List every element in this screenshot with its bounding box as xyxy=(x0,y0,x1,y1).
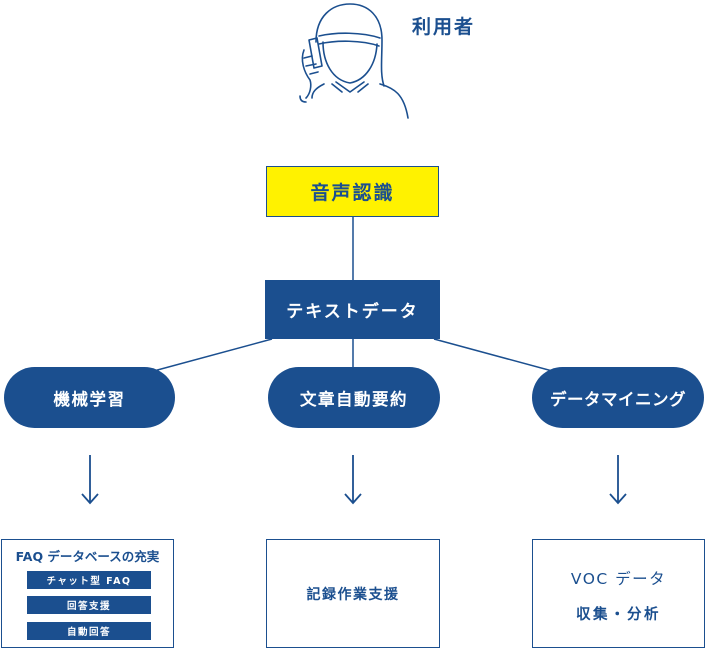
text-data-label: テキストデータ xyxy=(286,302,419,322)
speech-recognition-label: 音声認識 xyxy=(310,182,395,204)
auto-summary-pill: 文章自動要約 xyxy=(268,367,440,428)
faq-title: FAQ データベースの充実 xyxy=(15,549,160,564)
arrow-down-icon xyxy=(344,455,362,505)
speech-recognition-box: 音声認識 xyxy=(266,166,439,217)
faq-item-chat: チャット型 FAQ xyxy=(27,571,151,589)
record-support-box: 記録作業支援 xyxy=(266,539,440,648)
voc-output-box: VOC データ 収集・分析 xyxy=(532,539,705,648)
faq-output-box: FAQ データベースの充実 チャット型 FAQ 回答支援 自動回答 xyxy=(1,539,174,648)
record-support-label: 記録作業支援 xyxy=(306,586,400,603)
auto-summary-label: 文章自動要約 xyxy=(300,389,408,409)
machine-learning-label: 機械学習 xyxy=(53,389,126,409)
faq-item-answer-support: 回答支援 xyxy=(27,596,151,614)
machine-learning-pill: 機械学習 xyxy=(4,367,175,428)
voc-subtitle: 収集・分析 xyxy=(576,607,661,623)
arrow-down-icon xyxy=(81,455,99,505)
person-on-phone-icon xyxy=(299,3,409,119)
connector-text-to-dm xyxy=(433,338,557,373)
user-label: 利用者 xyxy=(412,16,476,38)
data-mining-pill: データマイニング xyxy=(532,367,704,428)
connector-text-to-ml xyxy=(149,338,273,373)
text-data-box: テキストデータ xyxy=(265,280,440,339)
faq-item-auto-answer: 自動回答 xyxy=(27,622,151,640)
voc-title: VOC データ xyxy=(570,570,667,588)
arrow-down-icon xyxy=(609,455,627,505)
data-mining-label: データマイニング xyxy=(550,389,686,409)
